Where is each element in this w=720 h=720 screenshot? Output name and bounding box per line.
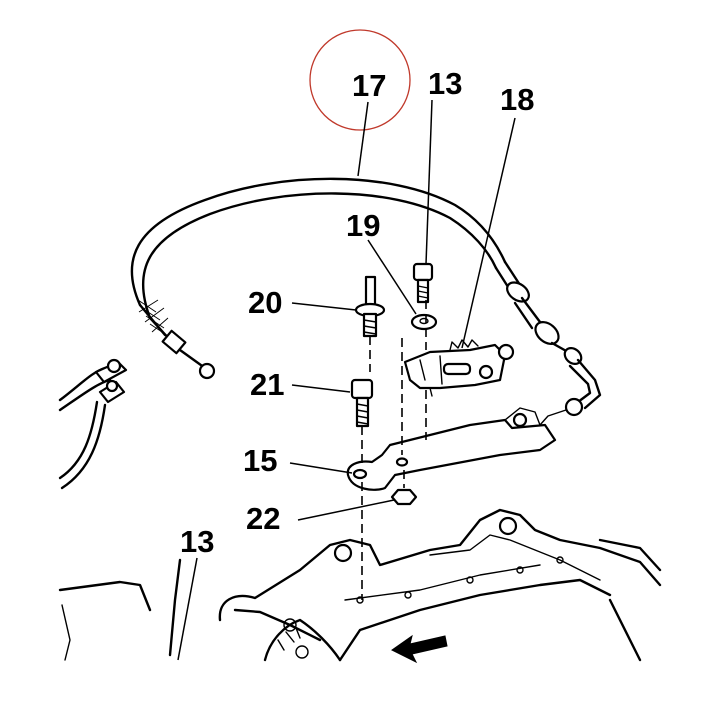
- assembly-center-lines: [361, 300, 427, 600]
- chassis-section: [58, 508, 662, 662]
- callout-20: 20: [248, 285, 282, 320]
- callout-19: 19: [346, 208, 380, 243]
- bolt-21: [350, 378, 374, 428]
- callout-15: 15: [243, 443, 277, 478]
- callout-22: 22: [246, 501, 280, 536]
- callout-18: 18: [500, 82, 534, 117]
- direction-arrow-icon: [391, 634, 448, 664]
- callout-13-bottom: 13: [180, 524, 214, 559]
- nut-22: [390, 488, 418, 506]
- callout-17: 17: [352, 68, 386, 103]
- callout-labels: 17 13 18 19 20 21 15 22 13: [180, 66, 534, 559]
- callout-21: 21: [250, 367, 284, 402]
- leader-lines: [177, 99, 516, 661]
- left-side-cables: [58, 358, 128, 490]
- stud-20: [354, 275, 386, 338]
- mounting-plate-15: [346, 407, 557, 491]
- callout-17-highlight-circle: [309, 29, 411, 131]
- washer-19: [410, 313, 438, 331]
- lever-bracket-18: [403, 339, 515, 397]
- cable-17: [130, 177, 602, 426]
- callout-13-top: 13: [428, 66, 462, 101]
- bolt-13-top: [412, 262, 434, 304]
